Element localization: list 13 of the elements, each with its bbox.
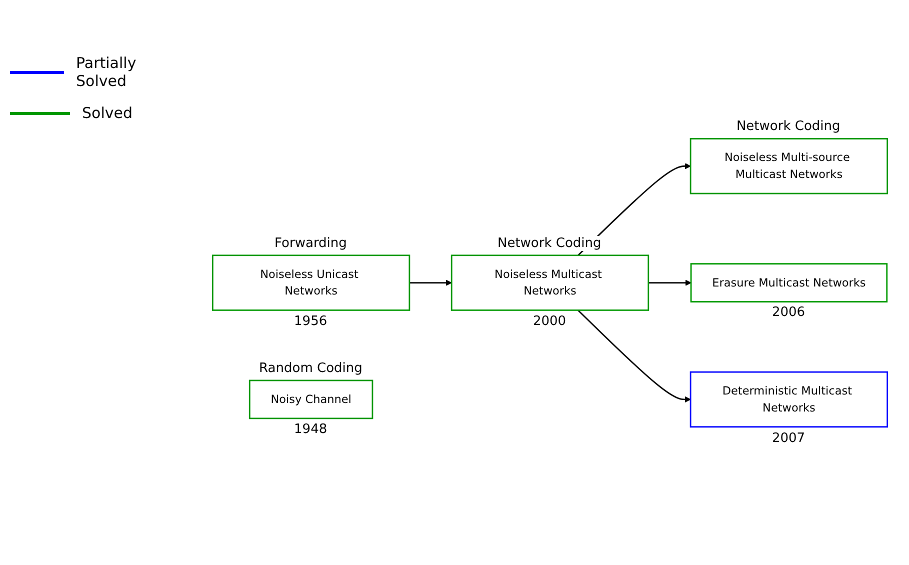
node-box: Noiseless Multicast Networks: [450, 254, 649, 311]
node-heading: Forwarding: [272, 236, 349, 252]
node-box: Noiseless Unicast Networks: [211, 254, 410, 311]
arrow: [577, 309, 690, 402]
node-heading: Random Coding: [257, 361, 364, 376]
node-box: Noisy Channel: [248, 379, 373, 419]
arrow: [408, 279, 452, 286]
node-box: Erasure Multicast Networks: [690, 262, 888, 302]
arrow: [648, 279, 691, 286]
legend-label: Partially Solved: [76, 54, 138, 90]
node-box: Noiseless Multi-source Multicast Networks: [689, 138, 888, 194]
node-box: Deterministic Multicast Networks: [689, 371, 888, 428]
legend-label: Solved: [82, 104, 132, 122]
